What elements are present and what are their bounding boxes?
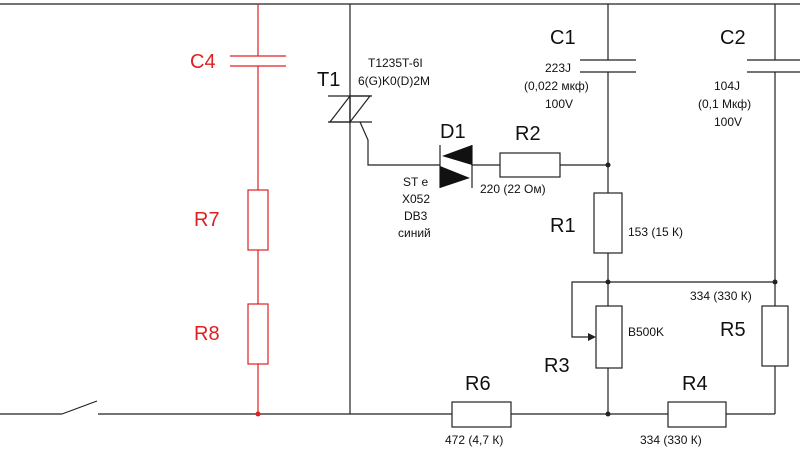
triac-left-triangle <box>328 94 351 123</box>
d1-value-line2: X052 <box>402 192 430 206</box>
r1-ref-label: R1 <box>550 215 576 237</box>
r7-ref-label: R7 <box>194 209 220 231</box>
t1-value-line1: T1235T-6I <box>368 56 423 70</box>
junction-dot <box>605 162 611 168</box>
t1-value-line2: 6(G)K0(D)2M <box>358 74 430 88</box>
c2-ref-label: C2 <box>720 27 746 49</box>
c2-value-line1: 104J <box>714 79 740 93</box>
r5-ref-label: R5 <box>720 319 746 341</box>
d1-ref-label: D1 <box>440 121 466 143</box>
diac-upper-triangle <box>442 145 472 165</box>
r2-body <box>499 152 561 178</box>
r6-body <box>451 401 512 428</box>
r3-wiper-wire <box>571 281 608 338</box>
c4-ref-label: C4 <box>190 51 216 73</box>
junction-dot <box>772 279 778 285</box>
r5-body <box>761 305 789 367</box>
r7-body <box>247 189 269 251</box>
diac-lower-triangle <box>440 166 470 188</box>
switch-contact <box>61 400 98 415</box>
c1-value-line2: (0,022 мкф) <box>524 79 589 93</box>
r3-value-label: B500K <box>628 325 664 339</box>
triac-gate-wire <box>359 121 440 166</box>
r3-wiper-arrow <box>588 333 596 341</box>
red-branch <box>230 4 286 417</box>
triac-right-triangle <box>349 95 372 124</box>
c1-value-line3: 100V <box>545 97 573 111</box>
r1-value-label: 153 (15 К) <box>628 225 683 239</box>
c1-ref-label: C1 <box>550 27 576 49</box>
r5-value-label: 334 (330 К) <box>690 289 752 303</box>
wires <box>0 3 800 417</box>
r1-body <box>593 192 623 254</box>
r6-ref-label: R6 <box>465 373 491 395</box>
d1-value-line4: синий <box>398 226 431 240</box>
junction-dot <box>255 411 261 417</box>
r4-value-label: 334 (330 К) <box>640 433 702 447</box>
junction-dot <box>605 411 611 417</box>
r4-body <box>667 401 727 428</box>
r3-body <box>595 305 623 369</box>
junction-dot <box>605 279 611 285</box>
c1-value-line1: 223J <box>545 61 571 75</box>
r2-ref-label: R2 <box>515 123 541 145</box>
d1-value-line1: ST e <box>403 175 428 189</box>
c2-value-line2: (0,1 Мкф) <box>698 97 751 111</box>
c2-value-line3: 100V <box>714 115 742 129</box>
diac-d1-symbol <box>439 145 473 188</box>
r4-ref-label: R4 <box>682 373 708 395</box>
r2-value-label: 220 (22 Ом) <box>480 182 546 196</box>
r8-ref-label: R8 <box>194 323 220 345</box>
triac-t1-symbol <box>328 94 372 124</box>
d1-value-line3: DB3 <box>404 209 428 223</box>
r8-body <box>247 303 269 365</box>
r3-ref-label: R3 <box>544 355 570 377</box>
t1-ref-label: T1 <box>317 69 340 91</box>
r6-value-label: 472 (4,7 К) <box>445 433 503 447</box>
